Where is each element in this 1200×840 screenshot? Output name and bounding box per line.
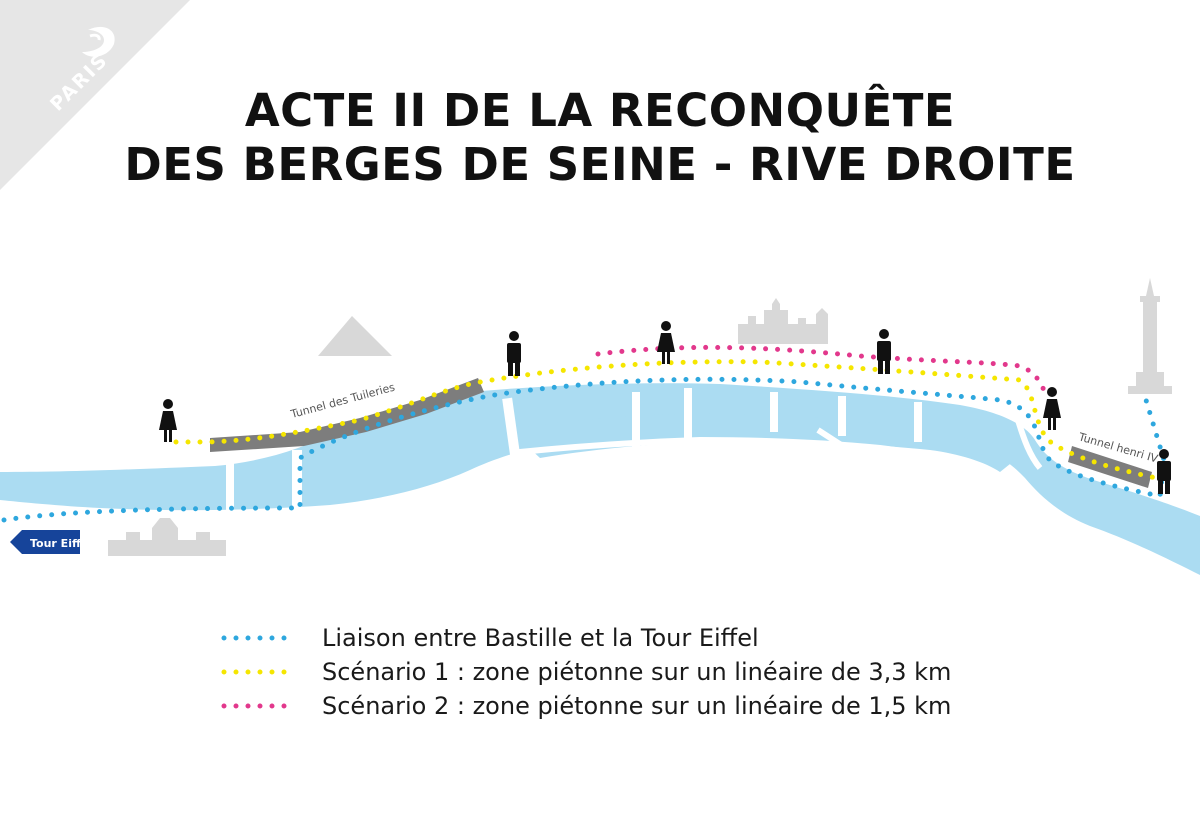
hotel-de-ville-icon [738, 298, 828, 344]
woman-icon [657, 321, 675, 364]
bridge [770, 392, 778, 432]
tour-eiffel-arrow[interactable]: Tour Eiffel [10, 530, 92, 554]
paris-ship-icon [82, 26, 115, 57]
man-icon [1157, 449, 1171, 494]
seine-river [0, 383, 1200, 575]
invalides-icon [108, 518, 226, 556]
bastille-column-icon [1128, 278, 1172, 394]
woman-icon [1043, 387, 1061, 430]
legend-label: Scénario 2 : zone piétonne sur un linéai… [322, 692, 952, 720]
legend-label: Scénario 1 : zone piétonne sur un linéai… [322, 658, 952, 686]
bridge [292, 450, 302, 508]
legend-swatch-blue [221, 635, 299, 641]
man-icon [507, 331, 521, 376]
title-line-1: ACTE II DE LA RECONQUÊTE [244, 84, 956, 137]
legend-swatch-pink [221, 703, 299, 709]
legend-swatch-yellow [221, 669, 299, 675]
tour-eiffel-label: Tour Eiffel [30, 537, 92, 550]
legend-label: Liaison entre Bastille et la Tour Eiffel [322, 624, 759, 652]
tunnel-tuileries [210, 378, 484, 452]
title-line-2: DES BERGES DE SEINE - RIVE DROITE [124, 138, 1076, 191]
bridge [226, 460, 234, 510]
man-icon [877, 329, 891, 374]
woman-icon [159, 399, 177, 442]
tunnel-henri-iv [1068, 446, 1152, 488]
pyramid-icon [318, 316, 392, 356]
route-liaison-bastille-tour-eiffel [1, 376, 1167, 523]
route-scenario-2 [595, 344, 1049, 399]
bridge [838, 396, 846, 436]
legend-item-scenario-2: Scénario 2 : zone piétonne sur un linéai… [220, 689, 951, 723]
bridge [684, 388, 692, 528]
legend-item-scenario-1: Scénario 1 : zone piétonne sur un linéai… [220, 655, 951, 689]
bridge [502, 397, 522, 469]
legend-item-liaison: Liaison entre Bastille et la Tour Eiffel [220, 621, 759, 655]
bridge [914, 402, 922, 442]
bridge [632, 392, 640, 522]
